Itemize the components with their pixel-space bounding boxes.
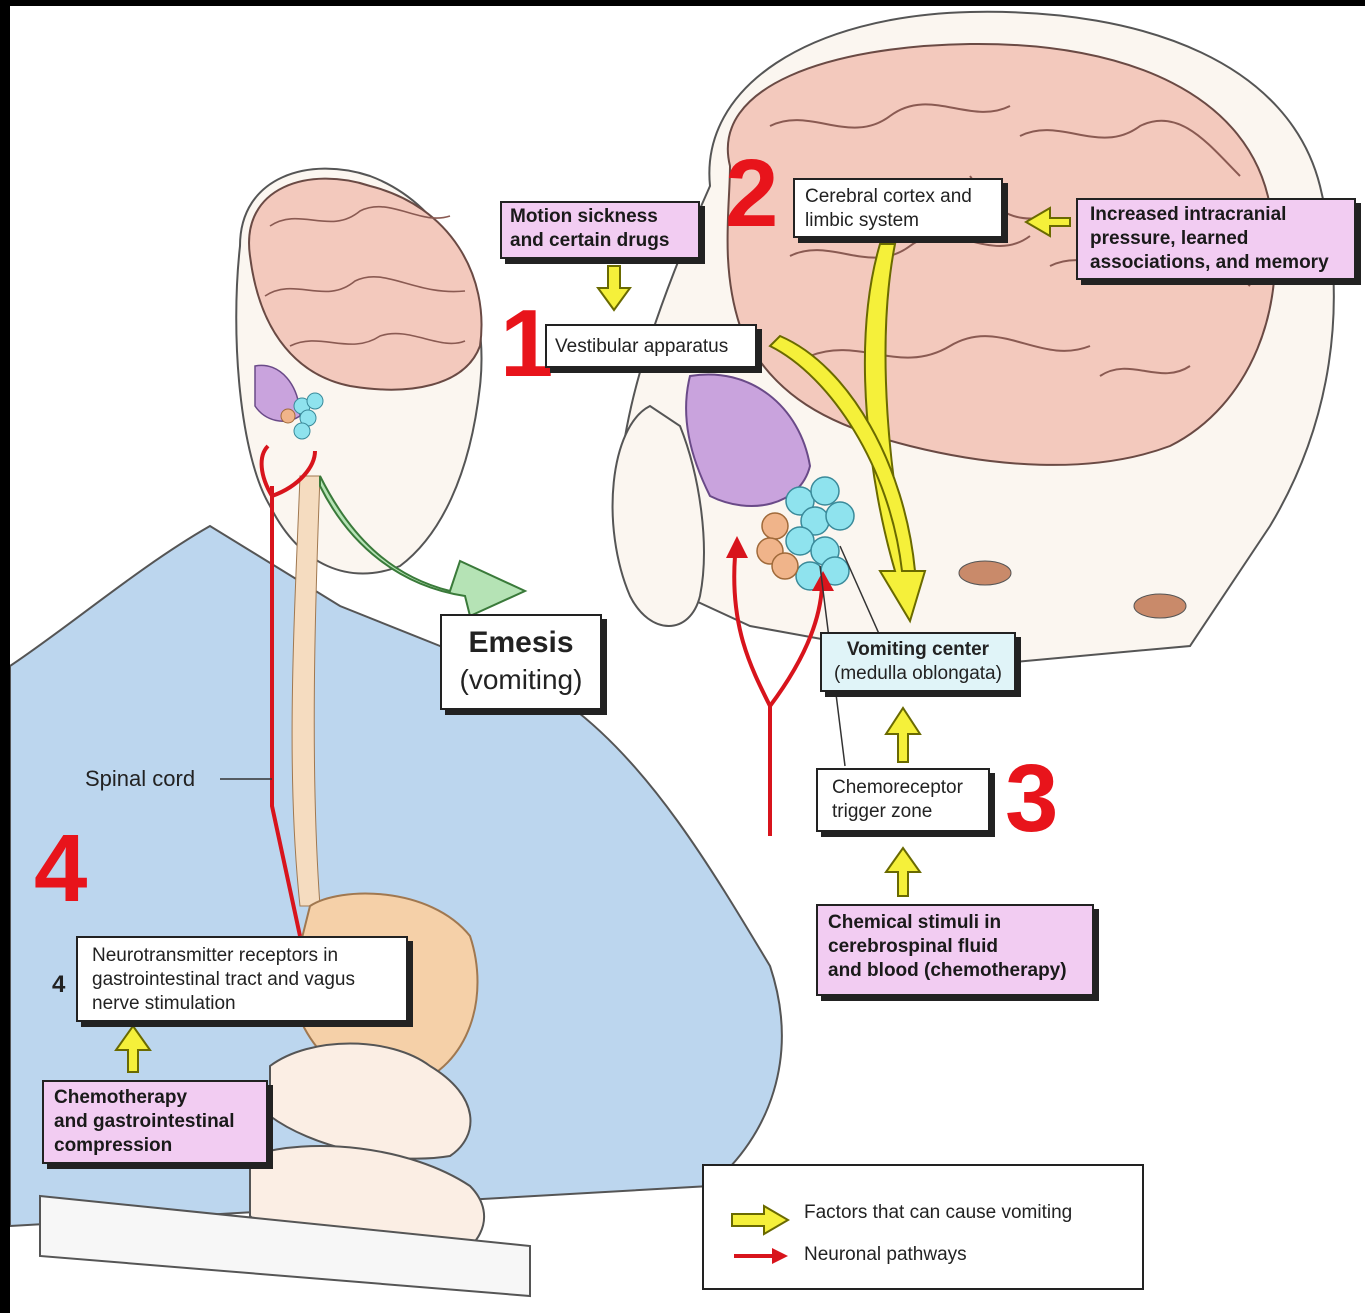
legend-icons bbox=[728, 1184, 798, 1284]
label-chemical-stimuli: Chemical stimuli in cerebrospinal fluid … bbox=[816, 904, 1094, 996]
emesis-title: Emesis bbox=[442, 624, 600, 662]
label-line: and gastrointestinal bbox=[54, 1110, 256, 1134]
label-line: Chemotherapy bbox=[54, 1086, 256, 1110]
legend: Factors that can cause vomiting Neuronal… bbox=[702, 1164, 1144, 1290]
label-vestibular-apparatus: Vestibular apparatus bbox=[545, 324, 757, 368]
legend-yellow-arrow-icon bbox=[732, 1206, 788, 1234]
label-line: Cerebral cortex and bbox=[805, 185, 991, 209]
arrow-chem-up bbox=[886, 848, 920, 896]
vomiting-center-title: Vomiting center bbox=[826, 638, 1010, 662]
label-line: Motion sickness bbox=[510, 205, 690, 229]
vomiting-center-subtitle: (medulla oblongata) bbox=[826, 662, 1010, 686]
label-line: associations, and memory bbox=[1090, 251, 1342, 275]
label-line: nerve stimulation bbox=[92, 992, 392, 1016]
label-emesis: Emesis (vomiting) bbox=[440, 614, 602, 710]
label-spinal-cord: Spinal cord bbox=[85, 766, 195, 792]
label-neurotransmitter-receptors: Neurotransmitter receptors in gastrointe… bbox=[76, 936, 408, 1022]
label-line: Chemoreceptor bbox=[832, 776, 974, 800]
legend-red-arrowhead-icon bbox=[772, 1248, 788, 1264]
arrow-motion-down bbox=[598, 266, 630, 310]
label-line: and certain drugs bbox=[510, 229, 690, 253]
arrow-ctz-up bbox=[886, 708, 920, 762]
label-line: pressure, learned bbox=[1090, 227, 1342, 251]
label-chemoreceptor-trigger-zone: Chemoreceptor trigger zone bbox=[816, 768, 990, 832]
emesis-subtitle: (vomiting) bbox=[442, 662, 600, 698]
label-motion-sickness: Motion sickness and certain drugs bbox=[500, 201, 700, 259]
label-line: Chemical stimuli in bbox=[828, 911, 1082, 935]
label-vomiting-center: Vomiting center (medulla oblongata) bbox=[820, 632, 1016, 692]
label-chemotherapy-gi-compression: Chemotherapy and gastrointestinal compre… bbox=[42, 1080, 268, 1164]
label-line: Increased intracranial bbox=[1090, 203, 1342, 227]
legend-pathways-label: Neuronal pathways bbox=[804, 1244, 967, 1266]
eye-left bbox=[959, 561, 1011, 585]
label-cerebral-cortex: Cerebral cortex and limbic system bbox=[793, 178, 1003, 238]
label-line: cerebrospinal fluid bbox=[828, 935, 1082, 959]
legend-factors-label: Factors that can cause vomiting bbox=[804, 1202, 1072, 1224]
label-line: compression bbox=[54, 1134, 256, 1158]
label-line: trigger zone bbox=[832, 800, 974, 824]
label-intracranial-pressure: Increased intracranial pressure, learned… bbox=[1076, 198, 1356, 280]
step-number-2: 2 bbox=[725, 146, 778, 242]
label-line: gastrointestinal tract and vagus bbox=[92, 968, 392, 992]
label-line: Neurotransmitter receptors in bbox=[92, 944, 392, 968]
diagram-canvas: 1 2 3 4 4 Motion sickness and certain dr… bbox=[10, 6, 1365, 1313]
label-line: limbic system bbox=[805, 209, 991, 233]
small-step-number-4: 4 bbox=[52, 971, 65, 999]
label-line: and blood (chemotherapy) bbox=[828, 959, 1082, 983]
step-number-3: 3 bbox=[1005, 751, 1058, 847]
step-number-4: 4 bbox=[34, 821, 87, 917]
eye-right bbox=[1134, 594, 1186, 618]
